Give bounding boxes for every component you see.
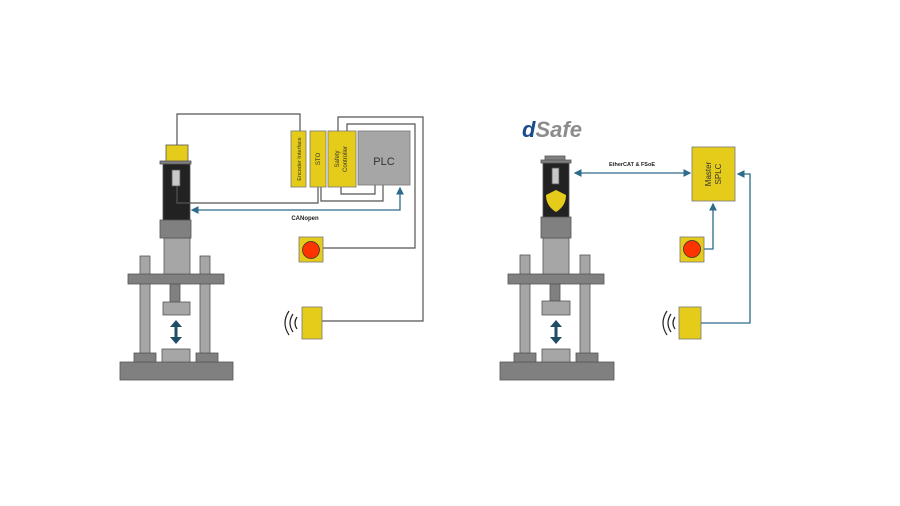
dsafe-logo: dSafe — [522, 117, 582, 142]
updown-arrow-icon — [170, 320, 182, 344]
sto-module: STO — [309, 130, 327, 188]
sensor-link — [701, 170, 751, 324]
controller-label: Controller — [343, 146, 349, 172]
sensor-right — [662, 306, 702, 340]
wires-left — [176, 113, 424, 322]
updown-arrow-icon — [550, 320, 562, 344]
splc-label: SPLC — [714, 163, 723, 184]
canopen-bus — [190, 186, 404, 214]
sto-label: STO — [316, 153, 322, 166]
encoder-interface-label: Encoder Interface — [297, 137, 303, 180]
emergency-stop-left — [298, 236, 324, 263]
press-left — [119, 144, 234, 381]
safety-controller-module: Safety Controller — [327, 130, 357, 188]
emergency-stop-right — [679, 236, 705, 263]
plc-module: PLC — [357, 130, 411, 186]
master-label: Master — [704, 161, 713, 186]
master-splc-module: Master SPLC — [691, 146, 736, 202]
shield-icon — [546, 190, 566, 212]
ethercat-label: EtherCAT & FSoE — [609, 162, 655, 168]
logo-safe: Safe — [535, 117, 581, 142]
estop-link — [704, 202, 717, 250]
signal-waves-icon — [662, 310, 676, 336]
safety-label: Safety — [335, 150, 341, 167]
svg-text:dSafe: dSafe — [522, 117, 582, 142]
canopen-label: CANopen — [291, 216, 319, 222]
sensor-left — [284, 306, 323, 340]
press-right — [499, 155, 615, 381]
signal-waves-icon — [284, 310, 298, 336]
plc-label: PLC — [373, 156, 394, 168]
logo-d: d — [522, 117, 536, 142]
encoder-interface-module: Encoder Interface — [290, 130, 307, 188]
